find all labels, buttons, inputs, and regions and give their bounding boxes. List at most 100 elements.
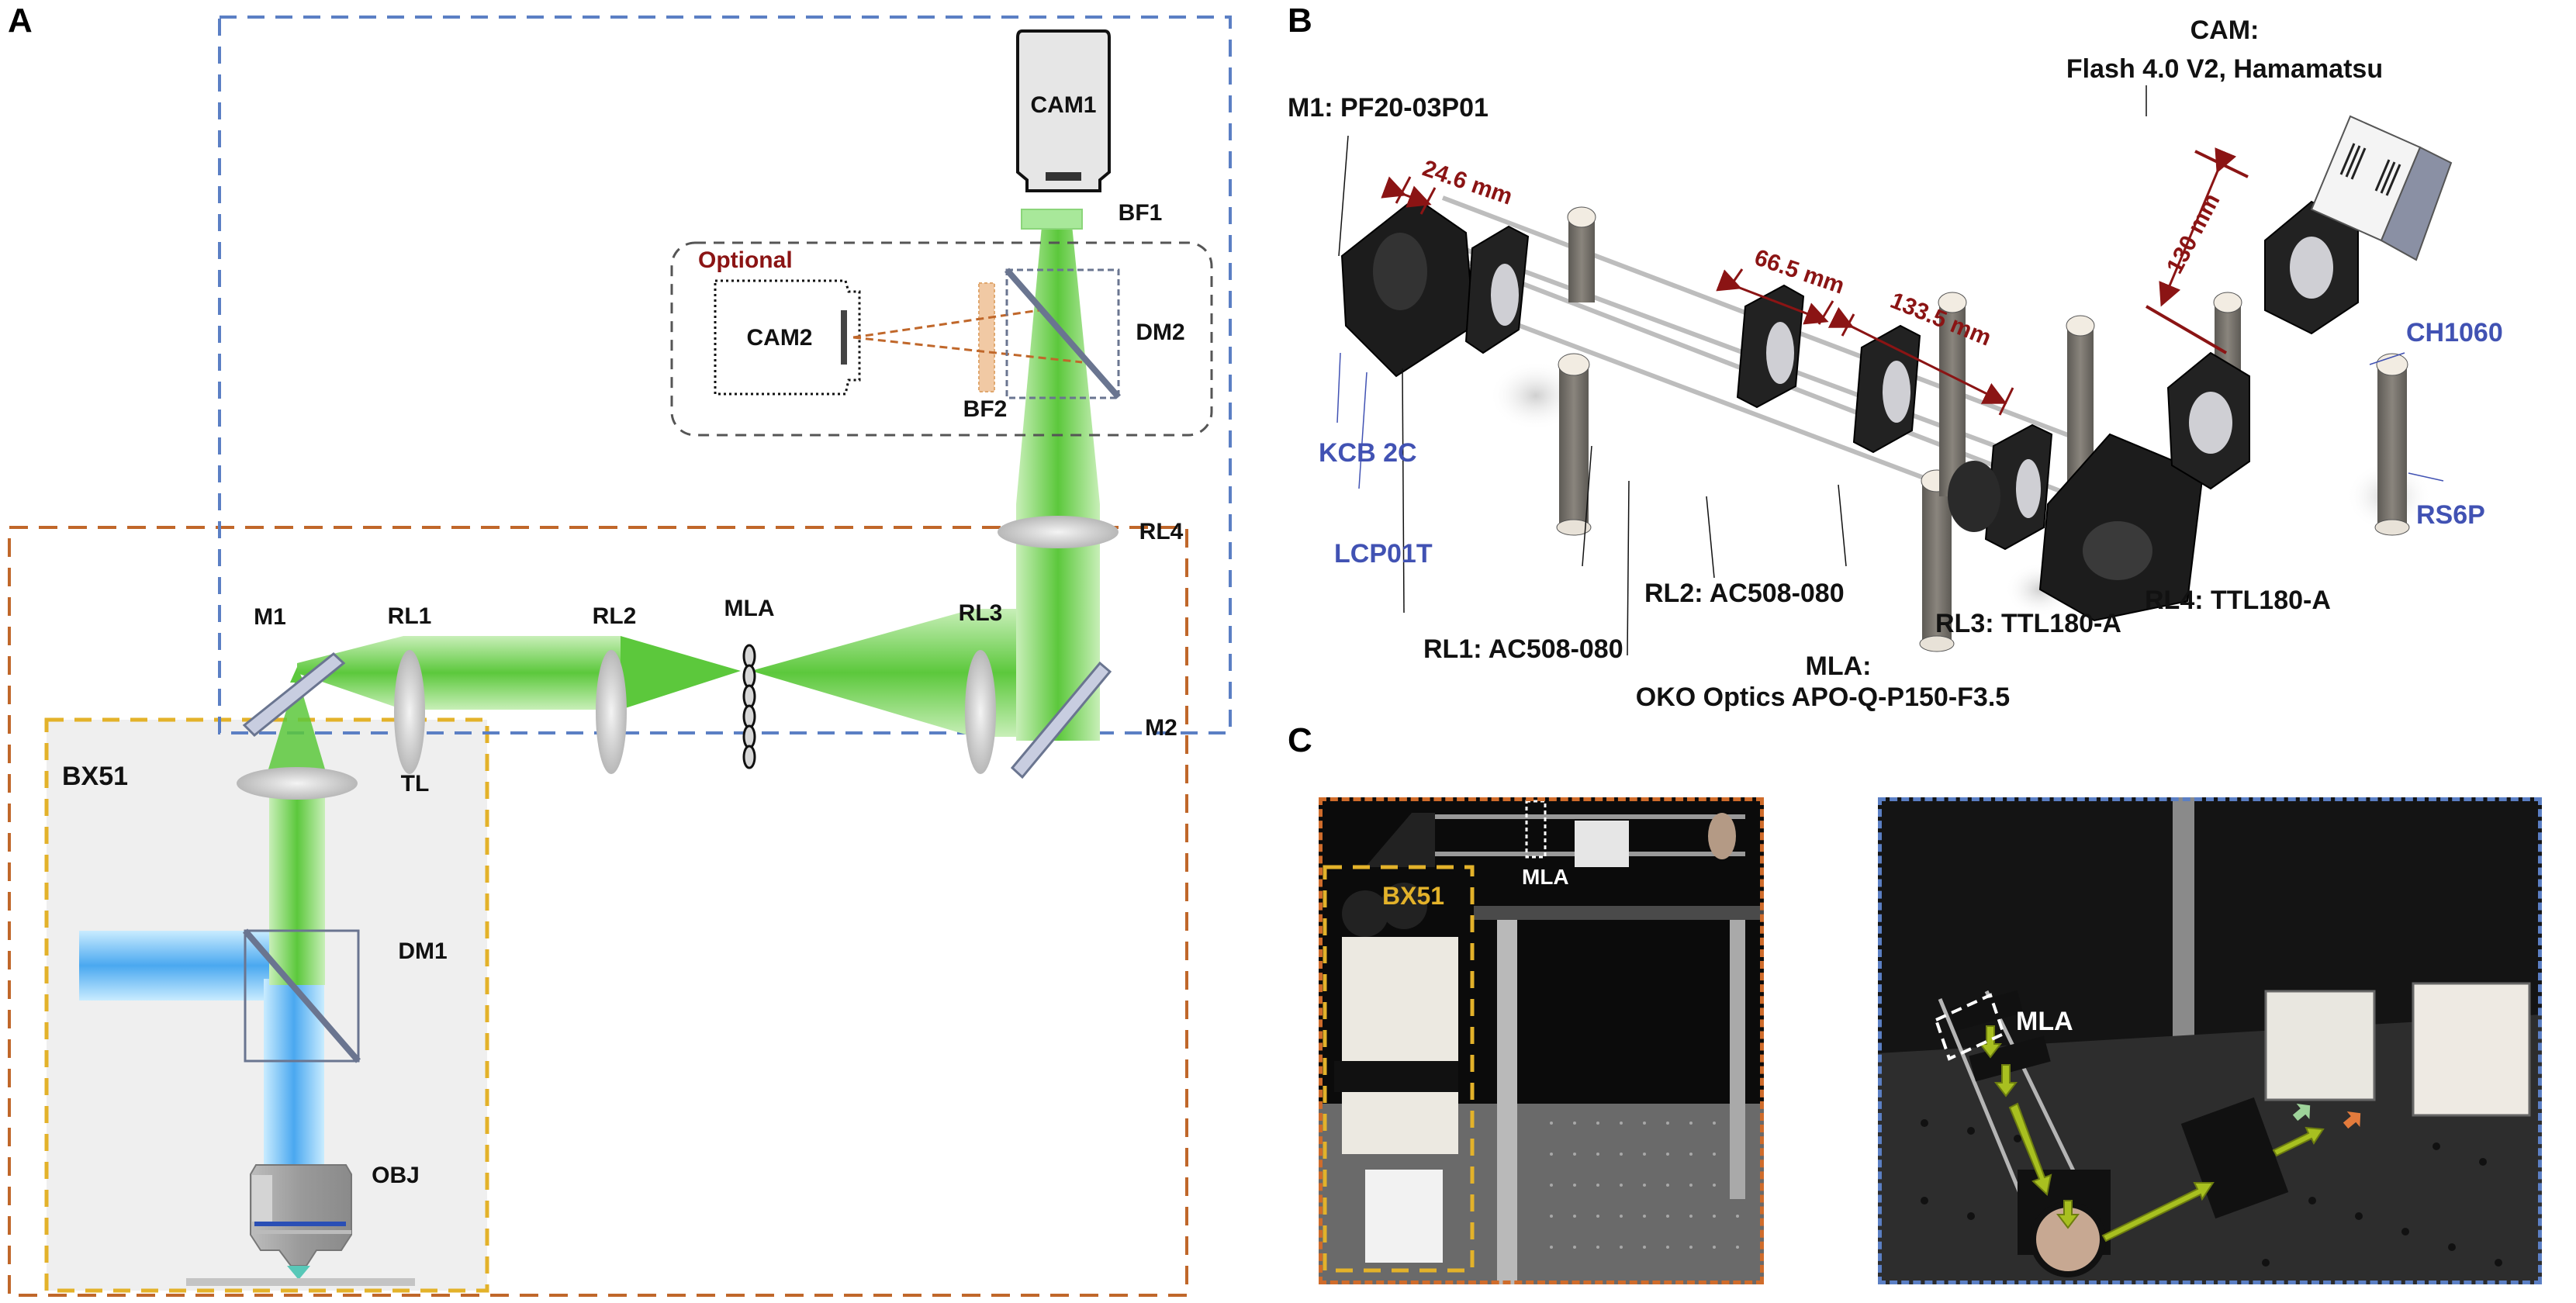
reflected-arrow-green xyxy=(2292,1104,2311,1122)
leader-lines xyxy=(1336,85,2444,656)
dimension-130mm xyxy=(2145,147,2249,354)
emission-beam-focus xyxy=(290,667,304,683)
camera-title-label: CAM: xyxy=(2190,16,2260,45)
dimension-66-5mm xyxy=(1716,268,1834,325)
m1-label: M1 xyxy=(254,604,286,630)
microscope-body xyxy=(1342,937,1458,1154)
cam2-ray-upper xyxy=(852,309,1040,339)
cam2-ray-lower xyxy=(852,336,1083,364)
breadboard-shelf xyxy=(1474,906,1764,920)
dm2-mirror xyxy=(1004,268,1122,399)
photo-mla-label-right: MLA xyxy=(2016,1007,2073,1036)
bx51-label: BX51 xyxy=(62,762,128,791)
mirror-mount xyxy=(1365,813,1435,867)
dimension-label-1: 24.6 mm xyxy=(1419,155,1516,209)
dm2-label: DM2 xyxy=(1136,320,1184,345)
rl2-lens xyxy=(596,650,627,774)
support-post xyxy=(1730,920,1745,1199)
mla-highlight-box xyxy=(1525,800,1547,859)
mla-array xyxy=(742,644,756,769)
mla-part-model: OKO Optics APO-Q-P150-F3.5 xyxy=(1636,683,2010,712)
emission-beam-horizontal xyxy=(297,636,621,710)
setup-photo-angled-content: MLA xyxy=(1878,797,2542,1284)
cage-plate xyxy=(1949,990,2024,1032)
camera-photo xyxy=(2412,982,2531,1117)
obj-label: OBJ xyxy=(372,1163,420,1188)
beam-converge-mla xyxy=(621,636,741,710)
bf2-filter xyxy=(978,282,995,392)
rl2-label: RL2 xyxy=(593,603,637,629)
panel-a-diagram: CAM1 BF1 Optional CAM2 BF2 DM2 RL4 M1 RL… xyxy=(8,16,1232,1297)
rl4-lens xyxy=(998,516,1119,548)
camera-photo xyxy=(1575,821,1629,867)
rl2-part-label: RL2: AC508-080 xyxy=(1644,579,1845,608)
cam1-body xyxy=(1016,29,1111,192)
aluminum-rail xyxy=(2173,797,2194,1053)
panel-a-letter: A xyxy=(8,2,33,40)
m2-mirror xyxy=(1010,661,1112,779)
dimension-133-5mm xyxy=(1827,306,2014,416)
cam1-label: CAM1 xyxy=(1030,92,1096,118)
bf2-label: BF2 xyxy=(963,396,1008,422)
post-holders xyxy=(1556,206,2410,652)
rs-part-label: RS6P xyxy=(2416,500,2485,530)
bx51-highlight-box xyxy=(1323,865,1475,1273)
tl-label: TL xyxy=(401,771,430,797)
support-post xyxy=(1497,920,1517,1284)
rl3-part-label: RL3: TTL180-A xyxy=(1935,609,2121,638)
setup-photo-angled: MLA xyxy=(1878,797,2542,1284)
dimension-24-6mm xyxy=(1381,176,1437,215)
setup-photo-front-content: BX51 MLA xyxy=(1319,800,1764,1284)
panel-b-letter: B xyxy=(1288,2,1312,40)
setup-photo-front-border xyxy=(1319,797,1764,1284)
objective-lens xyxy=(250,1164,352,1280)
microscope-stage xyxy=(1334,1061,1458,1092)
optional-box xyxy=(670,241,1213,437)
rl3-label: RL3 xyxy=(959,600,1003,626)
rl1-label: RL1 xyxy=(388,603,432,629)
cam2-label: CAM2 xyxy=(746,325,812,351)
sample-slide xyxy=(186,1278,415,1286)
bx51-box-border xyxy=(44,717,489,1293)
cage-plate xyxy=(1969,1035,2051,1082)
setup-photo-front: BX51 MLA xyxy=(1319,797,1764,1284)
photo-bx51-label: BX51 xyxy=(1382,882,1444,910)
cam2-body xyxy=(714,279,861,396)
dm2-box xyxy=(1005,268,1120,399)
cam1-sensor xyxy=(1046,172,1081,181)
rail-rod xyxy=(1419,814,1745,819)
panel-c-letter: C xyxy=(1288,721,1312,759)
emission-beam-to-m1 xyxy=(268,683,326,772)
beam-diverge-rl3 xyxy=(751,609,1032,737)
cam2-sensor xyxy=(841,310,847,365)
m1-mirror xyxy=(242,652,346,738)
optional-title: Optional xyxy=(698,247,793,273)
dm1-label: DM1 xyxy=(398,938,447,964)
light-path-arrows xyxy=(1978,1025,2325,1243)
camera-model-label: Flash 4.0 V2, Hamamatsu xyxy=(2066,54,2383,84)
dimension-label-2: 66.5 mm xyxy=(1751,244,1848,299)
beam-vertical-to-cam1 xyxy=(1016,209,1100,741)
emission-beam-lower xyxy=(269,783,325,985)
cage-mounts xyxy=(1340,115,2453,622)
m2-label: M2 xyxy=(1145,715,1177,741)
dm1-mirror xyxy=(242,928,361,1063)
m1-part-label: M1: PF20-03P01 xyxy=(1288,93,1489,123)
eyepiece xyxy=(1381,883,1427,929)
reflected-arrow-orange xyxy=(2343,1111,2361,1129)
bf1-filter xyxy=(1021,209,1083,230)
rl4-label: RL4 xyxy=(1139,519,1184,544)
dimension-label-4: 130 mm xyxy=(2162,189,2225,278)
lens-photo xyxy=(1708,813,1736,859)
mla-label: MLA xyxy=(724,596,775,621)
ch-part-label: CH1060 xyxy=(2406,318,2503,347)
lfm-module-box xyxy=(218,16,1232,734)
camera-photo xyxy=(2264,990,2376,1101)
mla-highlight-box xyxy=(1934,993,2006,1061)
excitation-beam-horizontal xyxy=(79,931,296,1001)
rl1-lens xyxy=(394,650,425,774)
dm1-box xyxy=(244,929,360,1063)
mla-part-title: MLA: xyxy=(1806,652,1872,681)
rl4-part-label: RL4: TTL180-A xyxy=(2145,586,2331,615)
eyepiece xyxy=(1342,890,1388,937)
